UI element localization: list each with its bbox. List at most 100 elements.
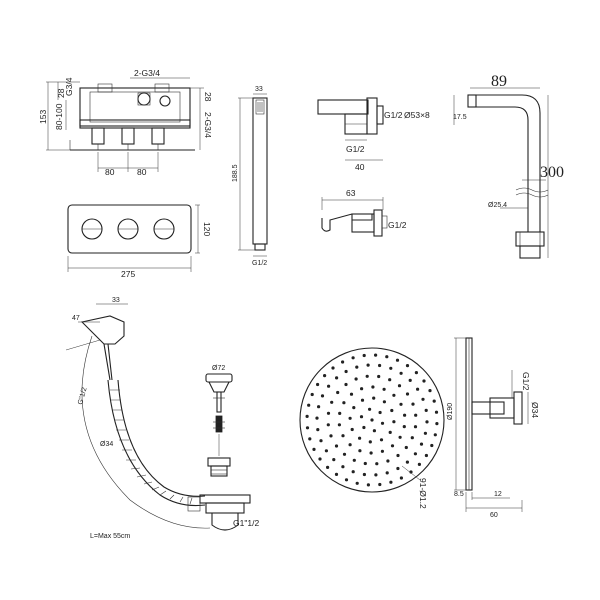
dim-head-60: 60 xyxy=(490,512,498,519)
nozzle-hole xyxy=(362,472,366,477)
nozzle-hole xyxy=(315,416,319,420)
hand-shower-view: 33 188.5 G1/2 xyxy=(232,86,268,267)
nozzle-hole xyxy=(352,458,356,462)
nozzle-hole xyxy=(419,442,424,446)
valve-body-view: G3/4 28 80-100 153 2-G3/4 28 2-G3/4 80 8… xyxy=(38,68,213,177)
nozzle-hole xyxy=(382,387,386,391)
nozzle-hole xyxy=(323,374,327,378)
nozzle-hole xyxy=(422,379,426,383)
nozzle-hole xyxy=(434,410,439,414)
nozzle-hole xyxy=(316,428,320,432)
nozzle-hole xyxy=(397,384,402,388)
nozzle-hole xyxy=(305,426,310,430)
nozzle-hole xyxy=(316,382,320,387)
dim-arm-top: 17.5 xyxy=(453,114,467,121)
shower-head-holes xyxy=(305,353,439,487)
nozzle-hole xyxy=(310,392,314,397)
nozzle-hole xyxy=(405,460,409,464)
nozzle-hole xyxy=(413,452,417,456)
nozzle-hole xyxy=(409,470,413,474)
nozzle-hole xyxy=(344,478,349,482)
nozzle-hole xyxy=(399,402,403,406)
dim-outlet-inlet: G1/2 xyxy=(346,144,365,154)
nozzle-hole xyxy=(355,481,359,485)
nozzle-hole xyxy=(399,371,403,375)
nozzle-hole xyxy=(432,399,436,403)
nozzle-hole xyxy=(380,421,385,425)
dim-head-thickness: 8.5 xyxy=(454,491,464,498)
nozzle-hole xyxy=(318,457,322,461)
nozzle-hole xyxy=(326,465,330,469)
nozzle-hole xyxy=(417,462,421,466)
nozzle-hole xyxy=(312,447,316,451)
nozzle-hole xyxy=(424,453,428,458)
nozzle-hole xyxy=(414,371,418,375)
nozzle-hole xyxy=(375,462,379,466)
nozzle-hole xyxy=(378,482,382,487)
nozzle-hole xyxy=(389,366,393,370)
nozzle-hole xyxy=(368,407,372,411)
nozzle-hole xyxy=(425,420,429,424)
wall-outlet-view: G1/2 Ø53×8 G1/2 40 xyxy=(317,97,430,172)
plug-spindle-view: Ø72 xyxy=(205,365,233,477)
nozzle-hole xyxy=(395,358,400,362)
dim-plate-height: 120 xyxy=(202,222,212,236)
nozzle-hole xyxy=(433,433,437,437)
shower-arm-view: 89 300 Ø25.4 17.5 xyxy=(453,73,564,259)
nozzle-hole xyxy=(405,392,410,396)
dim-153: 153 xyxy=(38,110,48,124)
nozzle-hole xyxy=(424,408,428,412)
nozzle-hole xyxy=(369,451,373,455)
nozzle-hole xyxy=(366,363,370,367)
nozzle-hole xyxy=(326,411,331,415)
nozzle-hole xyxy=(348,416,352,420)
nozzle-hole xyxy=(403,413,407,417)
nozzle-hole xyxy=(392,393,396,397)
nozzle-hole xyxy=(435,422,439,426)
face-plate-view: 120 275 xyxy=(67,204,212,279)
dim-outlet-depth: 40 xyxy=(355,162,365,172)
nozzle-hole xyxy=(385,471,389,475)
nozzle-hole xyxy=(428,389,432,393)
dim-handshower-length: 188.5 xyxy=(232,164,239,182)
nozzle-hole xyxy=(404,445,408,450)
nozzle-hole xyxy=(413,425,418,429)
nozzle-hole xyxy=(341,434,345,438)
nozzle-hole xyxy=(405,364,410,368)
nozzle-hole xyxy=(372,429,376,433)
dim-arm-drop: 300 xyxy=(540,164,564,181)
nozzle-hole xyxy=(319,439,323,443)
nozzle-hole xyxy=(390,444,395,448)
dim-head-arm-thread: G1/2 xyxy=(521,372,531,391)
dim-80-100: 80-100 xyxy=(54,103,64,130)
nozzle-hole xyxy=(341,360,345,364)
nozzle-hole xyxy=(380,449,384,453)
dim-waste-length: L=Max 55cm xyxy=(90,533,130,540)
nozzle-hole xyxy=(330,400,334,404)
dim-waste-thread: G"1/2 xyxy=(77,387,88,406)
nozzle-hole xyxy=(337,423,341,427)
nozzle-hole xyxy=(320,394,325,398)
nozzle-hole xyxy=(360,387,364,391)
dim-head-diameter: Ø190 xyxy=(447,403,454,420)
nozzle-hole xyxy=(355,365,359,369)
nozzle-hole xyxy=(388,378,392,382)
dim-2g34-top: 2-G3/4 xyxy=(134,68,160,78)
nozzle-hole xyxy=(396,453,400,458)
nozzle-hole xyxy=(338,411,342,415)
dim-2g34-right: 2-G3/4 xyxy=(203,112,213,138)
nozzle-hole xyxy=(349,392,354,396)
nozzle-hole xyxy=(329,434,333,438)
nozzle-hole xyxy=(402,425,406,429)
dim-outlet-flange: Ø53×8 xyxy=(404,110,430,120)
nozzle-hole xyxy=(354,377,358,381)
dim-g34-left: G3/4 xyxy=(64,77,74,96)
nozzle-hole xyxy=(307,403,311,407)
nozzle-hole xyxy=(358,436,362,440)
dim-handshower-head: 33 xyxy=(255,86,263,93)
nozzle-hole xyxy=(334,472,339,476)
dim-spacing-a: 80 xyxy=(105,167,115,177)
nozzle-hole xyxy=(326,423,330,427)
nozzle-hole xyxy=(363,461,367,466)
nozzle-hole xyxy=(342,452,347,456)
